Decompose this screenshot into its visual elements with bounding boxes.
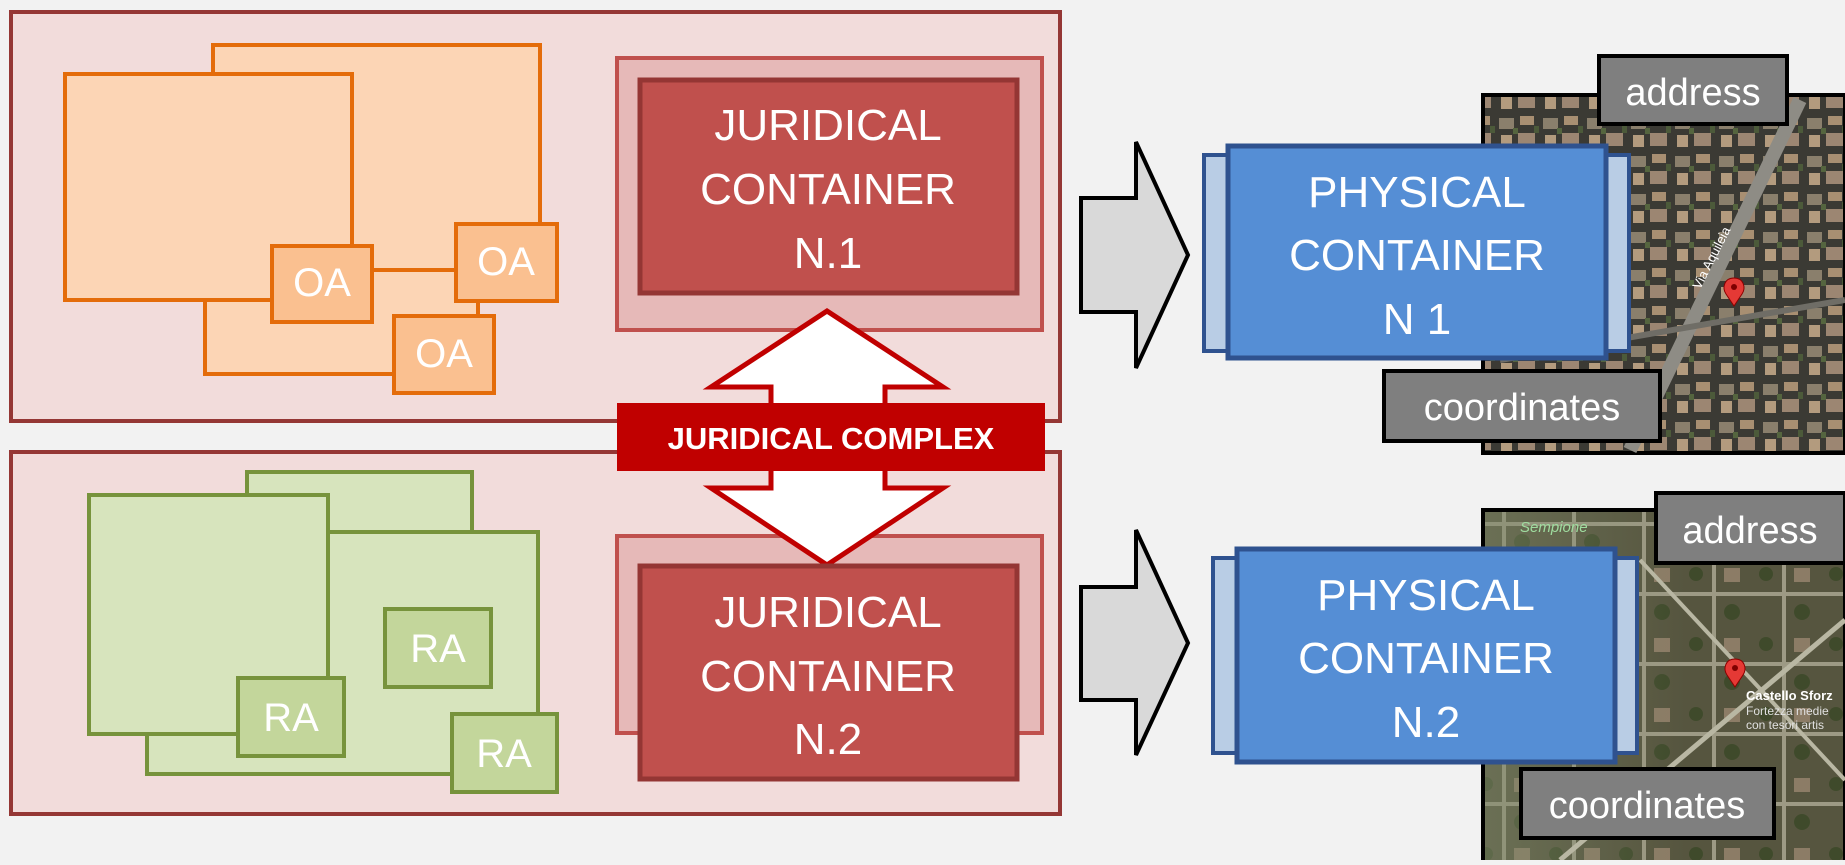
map-area-label: Sempione (1520, 519, 1588, 536)
map-poi-label: Castello Sforz (1746, 688, 1833, 703)
physical-container-2 (1234, 546, 1618, 765)
map-pin-dot (1731, 284, 1737, 290)
juridical-container-2-line: N.2 (794, 715, 862, 764)
map-poi-sub-label: Fortezza medie (1746, 704, 1829, 718)
physical-container-1-line: PHYSICAL (1308, 168, 1526, 217)
coordinates-tag-2-label: coordinates (1549, 785, 1745, 827)
ra-label: RA (410, 627, 466, 671)
map-pin-icon (1723, 277, 1745, 307)
ra-label-box (236, 676, 346, 758)
physical-container-2-line: CONTAINER (1298, 634, 1554, 683)
map-poi-sub-label: con tesori artis (1746, 718, 1824, 732)
juridical-container-1-line: N.1 (794, 229, 862, 278)
coordinates-tag-2 (1519, 767, 1776, 840)
juridical-container-2-line: JURIDICAL (714, 588, 941, 637)
right-arrow-icon (1079, 529, 1191, 756)
physical-container-1-line: CONTAINER (1289, 231, 1545, 280)
coordinates-tag-1 (1382, 369, 1662, 443)
oa-label-box (270, 244, 374, 324)
ra-label-box (450, 712, 559, 794)
address-tag-2-label: address (1682, 510, 1817, 552)
juridical-complex-label: JURIDICAL COMPLEX (668, 421, 995, 456)
physical-container-1 (1225, 143, 1609, 361)
juridical-container-1-line: JURIDICAL (714, 101, 941, 150)
physical-container-2-line: N.2 (1392, 698, 1460, 747)
right-arrow-icon (1079, 141, 1191, 369)
oa-label: OA (415, 332, 473, 376)
juridical-container-1-line: CONTAINER (700, 165, 956, 214)
oa-label-box (454, 222, 559, 303)
juridical-container-1 (637, 77, 1020, 296)
oa-label-box (392, 314, 496, 395)
physical-container-2-line: PHYSICAL (1317, 571, 1535, 620)
real-areas-group: RA RA RA (87, 470, 559, 794)
map-pin-dot (1732, 665, 1738, 671)
ra-label-box (383, 607, 493, 689)
oa-label: OA (293, 261, 351, 305)
address-tag-2 (1654, 491, 1845, 565)
ra-label: RA (263, 696, 319, 740)
map-pin-icon (1724, 658, 1746, 688)
oa-label: OA (477, 240, 535, 284)
physical-container-1-line: N 1 (1383, 295, 1451, 344)
coordinates-tag-1-label: coordinates (1424, 387, 1620, 429)
ra-label: RA (476, 732, 532, 776)
juridical-container-2-line: CONTAINER (700, 652, 956, 701)
address-tag-1 (1597, 54, 1789, 126)
juridical-container-2 (637, 563, 1020, 782)
juridical-complex-banner (617, 403, 1045, 471)
organizational-areas-group: OA OA OA (63, 43, 559, 395)
address-tag-1-label: address (1625, 72, 1760, 114)
